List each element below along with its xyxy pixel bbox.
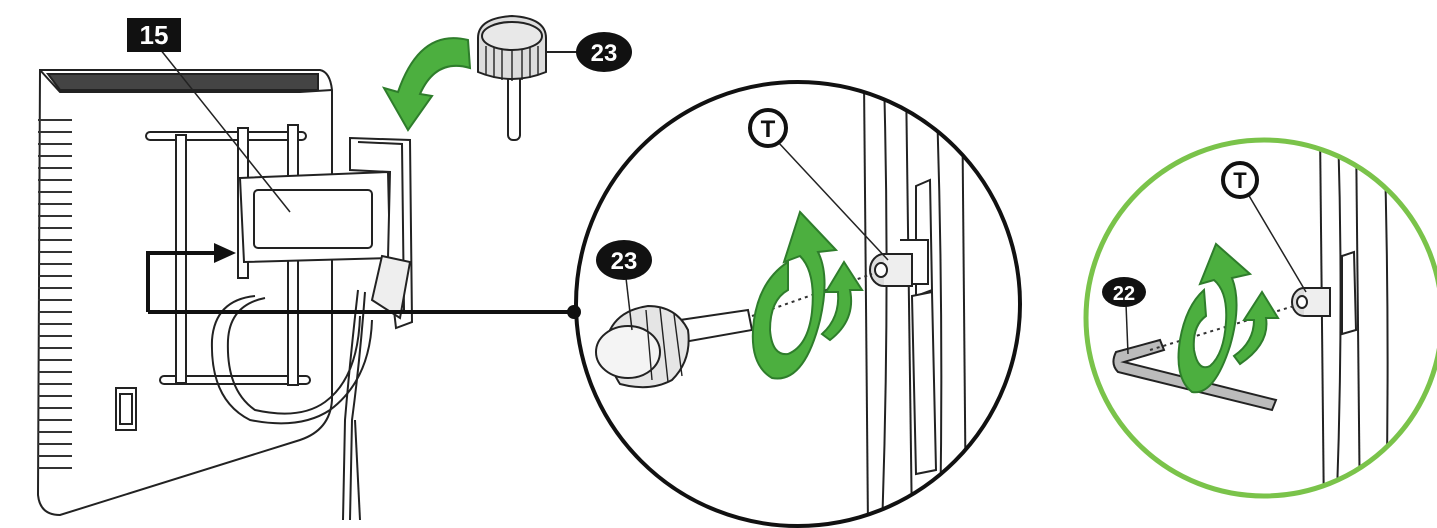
cables (210, 289, 373, 521)
callout-22-label: 22 (1113, 283, 1135, 305)
callout-t-green: T (1221, 161, 1307, 293)
curved-arrow-icon (381, 37, 472, 132)
rotate-clockwise-icon-green (1177, 242, 1280, 394)
callout-23-detail-label: 23 (611, 248, 638, 275)
detail-circle-green (1083, 137, 1437, 499)
vent-slots (38, 119, 72, 469)
knob-screw-icon (477, 14, 547, 141)
callout-15: 15 (127, 18, 291, 213)
callout-22: 22 (1102, 277, 1146, 355)
detail-circle-main (574, 80, 1022, 528)
callout-t-main-label: T (761, 116, 776, 143)
callout-23-top: 23 (546, 32, 632, 72)
callout-23-top-label: 23 (591, 40, 618, 67)
callout-t-green-label: T (1233, 168, 1247, 193)
callout-23-detail: 23 (596, 240, 652, 331)
callout-t-main: T (748, 108, 889, 261)
callout-15-label: 15 (140, 20, 169, 50)
rotate-clockwise-icon (751, 210, 864, 380)
